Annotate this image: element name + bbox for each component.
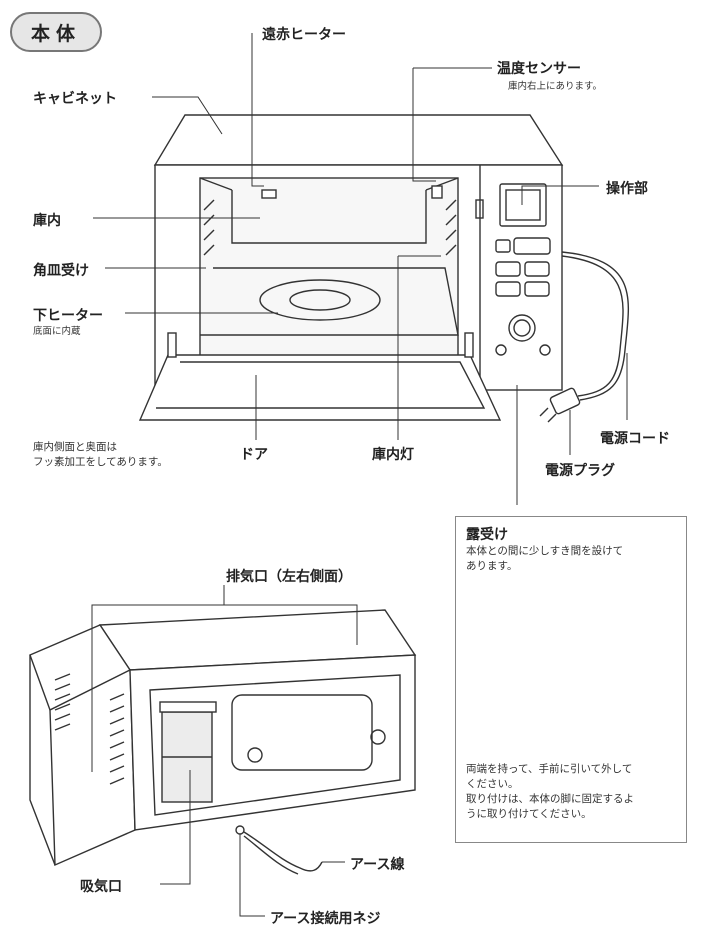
label-control-panel: 操作部 bbox=[606, 181, 648, 197]
label-exhaust: 排気口（左右側面） bbox=[226, 569, 352, 585]
power-cord-drawing bbox=[539, 251, 630, 423]
drip-tray-instr-line4: うに取り付けてください。 bbox=[466, 808, 592, 820]
fluorine-note-line1: 庫内側面と奥面は bbox=[33, 441, 117, 453]
label-power-plug: 電源プラグ bbox=[545, 463, 615, 479]
drip-tray-desc-line1: 本体との間に少しすき間を設けて bbox=[466, 545, 624, 557]
label-intake: 吸気口 bbox=[80, 879, 122, 895]
label-far-infrared-heater: 遠赤ヒーター bbox=[262, 27, 346, 43]
section-title-badge: 本体 bbox=[10, 12, 102, 52]
label-earth-wire: アース線 bbox=[350, 857, 405, 873]
fluorine-note-line2: フッ素加工をしてあります。 bbox=[33, 456, 168, 468]
label-interior-light: 庫内灯 bbox=[372, 447, 414, 463]
label-earth-screw: アース接続用ネジ bbox=[270, 911, 381, 927]
drip-tray-desc-line2: あります。 bbox=[466, 560, 518, 572]
open-door bbox=[138, 332, 502, 421]
label-temp-sensor-note: 庫内右上にあります。 bbox=[508, 81, 603, 92]
label-tray-holder: 角皿受け bbox=[33, 263, 89, 279]
label-lower-heater: 下ヒーター bbox=[33, 308, 103, 324]
drip-tray-box bbox=[455, 516, 687, 843]
section-title: 本体 bbox=[30, 22, 81, 45]
drip-tray-title: 露受け bbox=[466, 527, 508, 543]
drip-tray-instr-line1: 両端を持って、手前に引いて外して bbox=[466, 763, 633, 775]
fluorine-note: 庫内側面と奥面は フッ素加工をしてあります。 bbox=[33, 440, 168, 470]
rear-leader-lines bbox=[91, 585, 358, 917]
label-lower-heater-note: 底面に内蔵 bbox=[33, 326, 81, 337]
label-door: ドア bbox=[240, 447, 268, 463]
label-cabinet: キャビネット bbox=[33, 91, 117, 107]
leader-lines bbox=[93, 33, 628, 505]
label-power-cord: 電源コード bbox=[600, 431, 670, 447]
drip-tray-instr-line2: ください。 bbox=[466, 778, 519, 790]
oven-cavity bbox=[199, 177, 459, 379]
drip-tray-instructions: 両端を持って、手前に引いて外して ください。 取り付けは、本体の脚に固定するよ … bbox=[466, 762, 634, 822]
control-panel-drawing bbox=[475, 183, 551, 356]
label-interior: 庫内 bbox=[33, 213, 61, 229]
drip-tray-instr-line3: 取り付けは、本体の脚に固定するよ bbox=[466, 793, 634, 805]
drip-tray-desc: 本体との間に少しすき間を設けて あります。 bbox=[466, 544, 623, 574]
rear-oven-body bbox=[29, 609, 417, 875]
label-temp-sensor: 温度センサー bbox=[497, 61, 581, 77]
